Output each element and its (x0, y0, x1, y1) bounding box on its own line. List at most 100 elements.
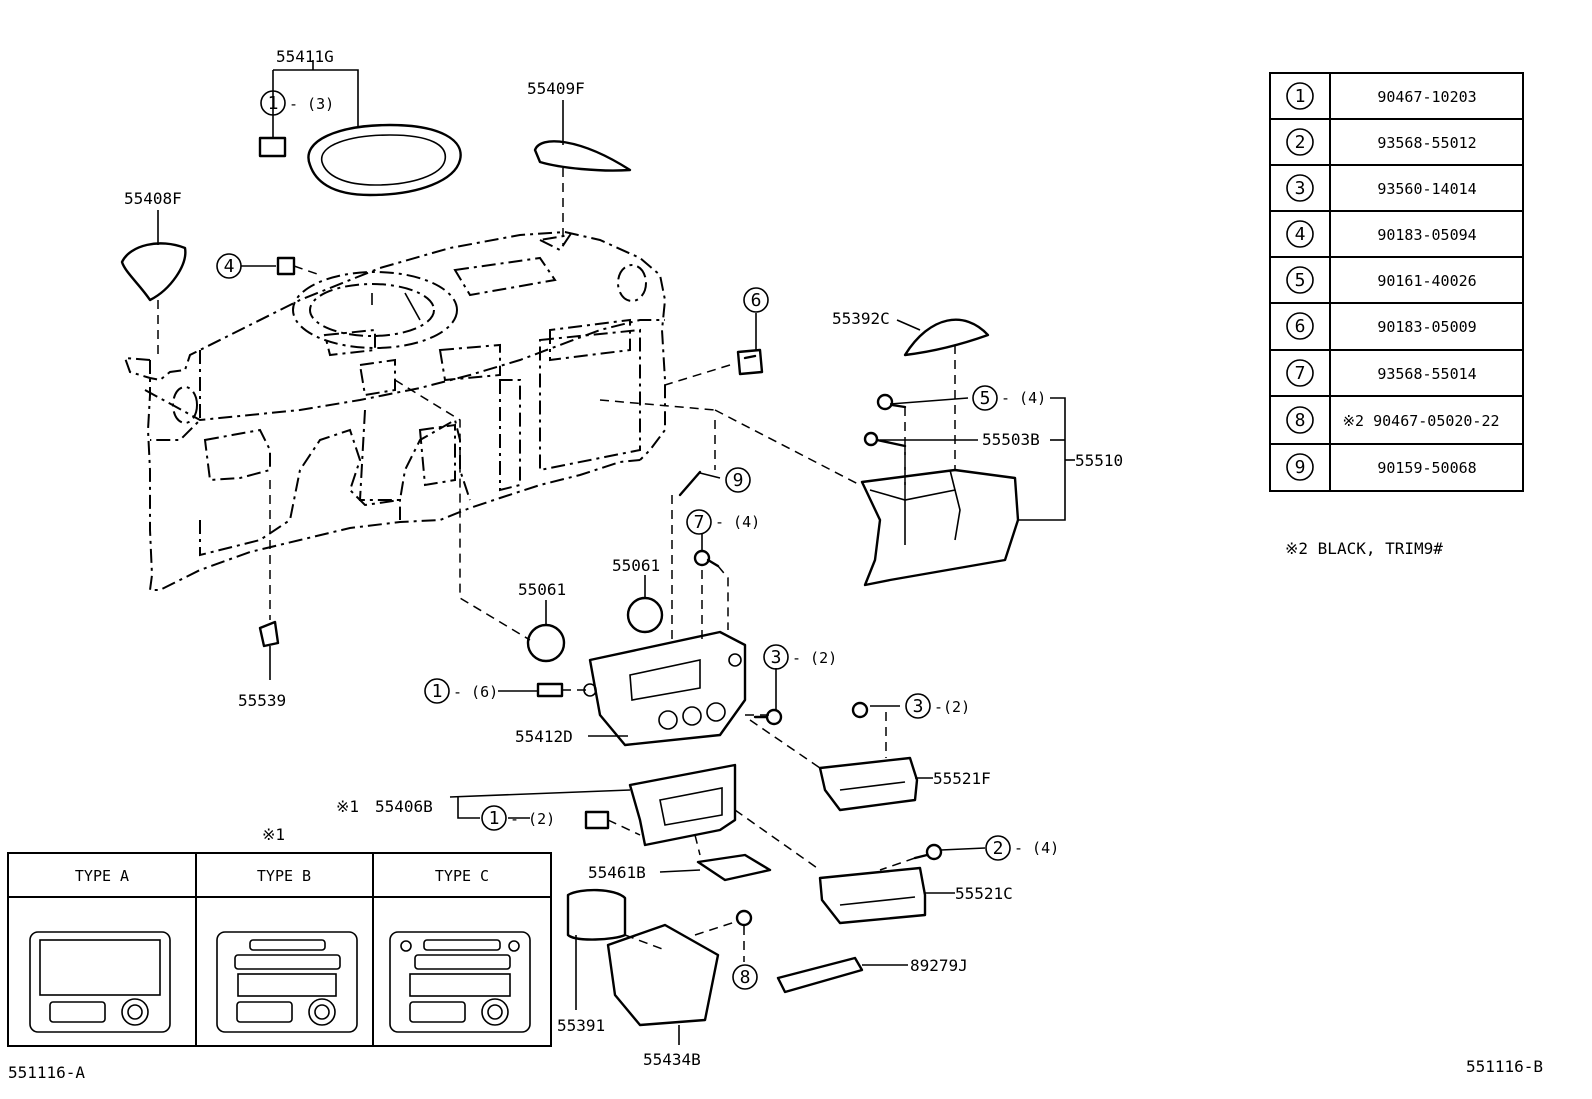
label-55408F: 55408F (124, 189, 182, 208)
part-55412D-shape (583, 630, 747, 747)
fastener-row: 2 93568-55012 (1286, 128, 1477, 156)
svg-text:6: 6 (751, 290, 762, 311)
callout-2: 2 - (4) (985, 835, 1059, 861)
svg-text:- (4): - (4) (715, 513, 760, 531)
part-55061-knob-left (526, 623, 566, 663)
label-55539: 55539 (238, 691, 286, 710)
svg-text:1: 1 (268, 93, 279, 114)
callout-7: 7 - (4) (686, 509, 760, 535)
callout-3a: 3 - (2) (763, 644, 837, 670)
svg-text:-(2): -(2) (934, 698, 970, 716)
svg-text:- (4): - (4) (1014, 839, 1059, 857)
clip-1-low-shape (584, 810, 610, 830)
fastener-row: 4 90183-05094 (1286, 220, 1477, 248)
fastener-row: 8 ※2 90467-05020-22 (1286, 406, 1500, 434)
fastener-row: 7 93568-55014 (1286, 359, 1477, 387)
svg-text:3: 3 (913, 696, 924, 717)
type-a-header: TYPE A (75, 867, 129, 885)
part-labels: 55411G 55409F 55408F 55392C 55503B 55510… (124, 47, 1123, 1069)
callout-5: 5 - (4) (972, 385, 1046, 411)
callout-1-top: 1 - (3) (260, 90, 334, 116)
bolt-55503B-shape (863, 431, 907, 448)
type-a-panel (29, 931, 171, 1033)
mark-55406B: ※1 (336, 797, 359, 816)
figure-id-right: 551116-B (1466, 1057, 1543, 1076)
fastener-row: 6 90183-05009 (1286, 312, 1477, 340)
screw-2-shape (913, 843, 943, 861)
part-55510-shape (860, 468, 1020, 587)
part-55411G-shape (258, 123, 462, 197)
label-55406B: 55406B (375, 797, 433, 816)
clip-1-mid-shape (536, 682, 564, 698)
type-b-header: TYPE B (257, 867, 311, 885)
clip-4-shape (276, 256, 296, 276)
svg-text:7: 7 (694, 512, 705, 533)
fastener-row: 9 90159-50068 (1286, 453, 1477, 481)
label-55521F: 55521F (933, 769, 991, 788)
svg-text:- (2): - (2) (792, 649, 837, 667)
bolt-3a-shape (753, 708, 783, 726)
svg-text:- (6): - (6) (453, 683, 498, 701)
label-55510: 55510 (1075, 451, 1123, 470)
svg-text:90183-05094: 90183-05094 (1377, 226, 1476, 244)
leader-lines (157, 60, 1075, 1045)
assembly-lines (157, 168, 956, 962)
part-55391-shape (566, 888, 627, 941)
type-c-header: TYPE C (435, 867, 489, 885)
label-55412D: 55412D (515, 727, 573, 746)
fastener-row: 3 93560-14014 (1286, 174, 1477, 202)
svg-text:90161-40026: 90161-40026 (1377, 272, 1476, 290)
instrument-panel (123, 230, 667, 591)
part-55061-knob-right (626, 596, 664, 634)
screw-9-shape (678, 470, 702, 497)
label-55409F: 55409F (527, 79, 585, 98)
callout-6: 6 (743, 287, 769, 313)
svg-text:8: 8 (1295, 410, 1306, 431)
svg-text:90467-10203: 90467-10203 (1377, 88, 1476, 106)
svg-text:3: 3 (771, 647, 782, 668)
part-55521C-shape (818, 866, 927, 925)
svg-text:- (4): - (4) (1001, 389, 1046, 407)
figure-id-left: 551116-A (8, 1063, 85, 1082)
svg-text:1: 1 (432, 681, 443, 702)
label-55061-left: 55061 (518, 580, 566, 599)
clip-7-shape (693, 549, 720, 568)
svg-text:- (2): - (2) (510, 810, 555, 828)
part-55408F-shape (120, 242, 187, 302)
callout-8: 8 (732, 964, 758, 990)
svg-text:5: 5 (980, 388, 991, 409)
part-55406B-shape (628, 763, 737, 847)
clip-8-shape (735, 909, 753, 927)
callout-9: 9 (725, 467, 751, 493)
screw-5-shape (876, 393, 907, 411)
svg-text:5: 5 (1295, 270, 1306, 291)
svg-text:※2 90467-05020-22: ※2 90467-05020-22 (1342, 412, 1499, 430)
clip-6-shape (736, 348, 764, 376)
type-table-mark: ※1 (262, 825, 285, 844)
label-55461B: 55461B (588, 863, 646, 882)
part-55539-shape (258, 620, 280, 648)
svg-text:3: 3 (1295, 178, 1306, 199)
part-55461B-shape (696, 853, 772, 882)
svg-text:2: 2 (1295, 132, 1306, 153)
label-55503B: 55503B (982, 430, 1040, 449)
label-55521C: 55521C (955, 884, 1013, 903)
label-55434B: 55434B (643, 1050, 701, 1069)
svg-text:4: 4 (224, 256, 235, 277)
label-55392C: 55392C (832, 309, 890, 328)
svg-text:1: 1 (489, 808, 500, 829)
part-89279J-shape (776, 956, 864, 994)
type-table: ※1 TYPE A TYPE B TYPE C (7, 825, 552, 1047)
svg-text:93560-14014: 93560-14014 (1377, 180, 1476, 198)
svg-text:4: 4 (1295, 224, 1306, 245)
footnote: ※2 BLACK, TRIM9# (1285, 539, 1443, 558)
part-55409F-shape (533, 140, 632, 172)
label-55061-right: 55061 (612, 556, 660, 575)
part-55434B-shape (606, 923, 720, 1027)
callout-1-mid: 1 - (6) (424, 678, 498, 704)
part-55521F-shape (818, 756, 919, 812)
svg-text:2: 2 (993, 838, 1004, 859)
fastener-row: 5 90161-40026 (1286, 266, 1477, 294)
svg-text:1: 1 (1295, 86, 1306, 107)
